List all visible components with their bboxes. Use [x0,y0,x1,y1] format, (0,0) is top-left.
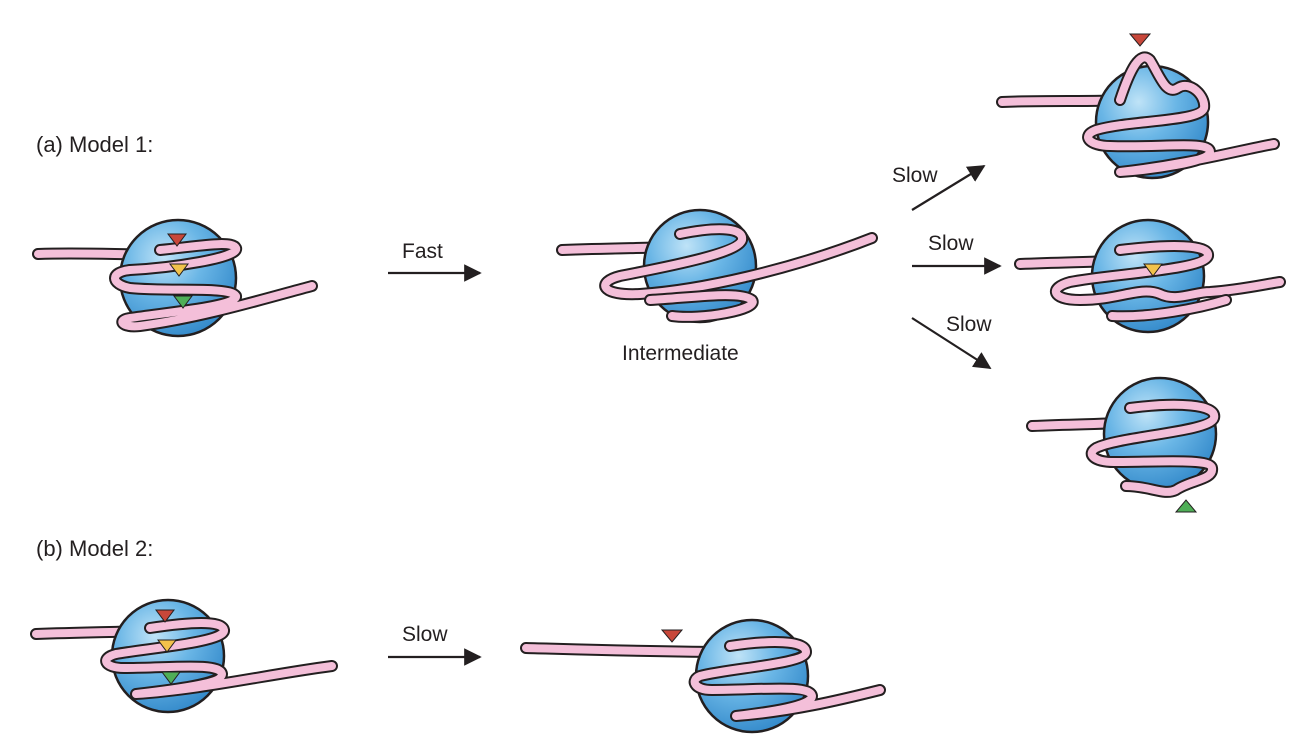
product-bottom-state [1026,376,1221,513]
red-triangle-tag [660,629,684,643]
panel-a-label: (a) Model 1: [36,132,153,157]
slow-arrow-mid-label: Slow [928,232,974,255]
green-triangle-tag [1174,499,1198,513]
model2-product-state [520,618,886,734]
slow-arrow-up-label: Slow [892,164,938,187]
slow-arrow-up [911,165,986,211]
product-middle-state [1014,218,1286,334]
red-triangle-tag [155,609,175,623]
red-triangle-tag [167,233,187,247]
yellow-triangle-tag [169,263,189,277]
green-triangle-tag [161,671,181,685]
model2-initial-state [30,598,338,714]
yellow-triangle-tag [157,639,177,653]
red-triangle-tag [1128,33,1152,47]
green-triangle-tag [173,295,193,309]
yellow-triangle-tag [1143,263,1163,277]
intermediate-state [556,208,878,324]
product-top-state [996,33,1280,180]
slow-arrow-down-label: Slow [946,313,992,336]
model1-initial-state [32,218,318,338]
slow-arrow-down [911,317,992,369]
intermediate-label: Intermediate [622,342,739,365]
fast-arrow-label: Fast [402,240,443,263]
panel-b-label: (b) Model 2: [36,536,153,561]
model2-slow-arrow-label: Slow [402,623,448,646]
